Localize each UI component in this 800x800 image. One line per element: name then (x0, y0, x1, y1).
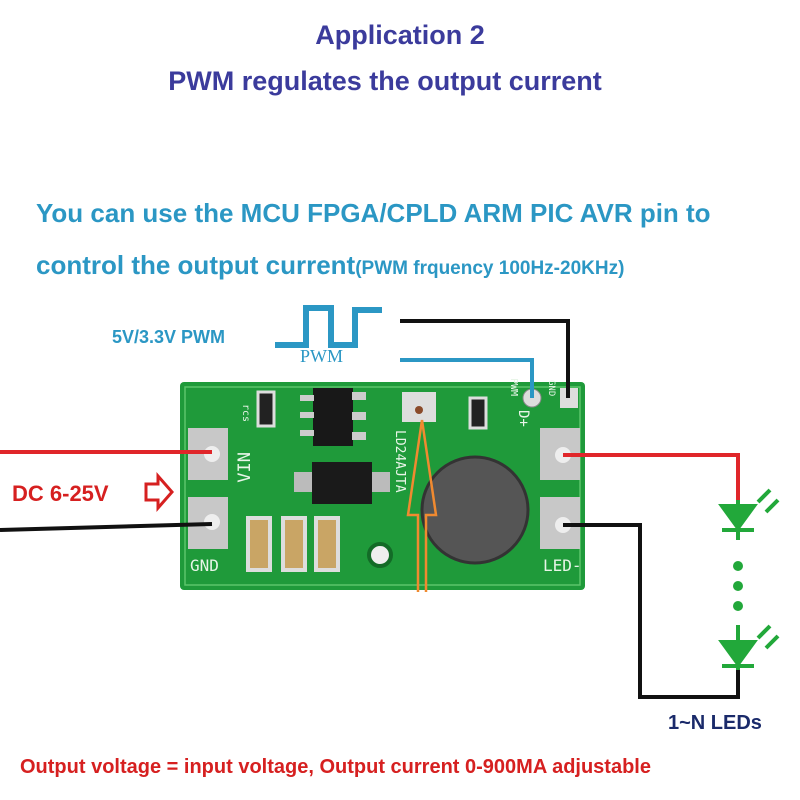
regulator-chip (313, 388, 353, 446)
leds-label: 1~N LEDs (668, 712, 762, 734)
pwm-frequency-note: (PWM frquency 100Hz-20KHz) (355, 258, 625, 279)
description-line-1: You can use the MCU FPGA/CPLD ARM PIC AV… (36, 198, 711, 228)
capacitors (246, 516, 340, 572)
dc-input-label: DC 6-25V (12, 481, 109, 506)
footer-spec: Output voltage = input voltage, Output c… (20, 756, 651, 778)
wire-pwm-gnd (400, 319, 570, 398)
wire-d-plus (563, 453, 740, 500)
resistor-rcs (256, 390, 276, 428)
silk-vin: VIN (235, 452, 255, 483)
pwm-signal-label: PWM (300, 346, 344, 366)
silk-pwm: PWM (508, 378, 519, 397)
led-continuation-dots (733, 561, 743, 611)
led-icon (718, 488, 780, 540)
silk-led-minus: LED- (543, 556, 582, 575)
description-main: control the output current (36, 250, 356, 280)
wire-gnd (0, 522, 213, 532)
page-title: Application 2 (315, 20, 485, 50)
inductor (420, 455, 530, 565)
diode (312, 462, 372, 504)
wire-pwm-signal (400, 358, 534, 398)
dc-input-arrow-icon (144, 472, 174, 512)
description-line-2: control the output current(PWM frquency … (36, 250, 624, 281)
silk-rcs: rcs (240, 404, 251, 423)
silk-chip-label: LD24AJTA (392, 430, 407, 493)
page-subtitle: PWM regulates the output current (168, 66, 602, 96)
resistor (468, 396, 488, 430)
pwm-input-label: 5V/3.3V PWM (112, 327, 226, 347)
wire-led-minus (563, 523, 740, 699)
silk-d-plus: D+ (515, 410, 531, 427)
adjust-arrow (406, 419, 438, 592)
silk-gnd-small: GND (546, 380, 556, 397)
mounting-hole (367, 542, 393, 568)
silk-gnd: GND (190, 556, 219, 575)
pwm-waveform (275, 305, 382, 348)
led-icon (718, 624, 780, 670)
